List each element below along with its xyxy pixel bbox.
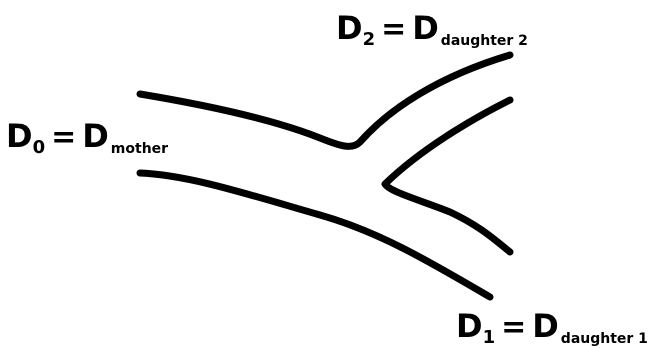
- daughter1-rhs-subscript: daughter 1: [560, 331, 648, 347]
- mother-equals: =: [51, 120, 77, 155]
- bifurcation-diagram: [136, 51, 514, 301]
- daughter2-symbol: D: [336, 9, 363, 47]
- daughter2-index: 2: [362, 29, 376, 50]
- daughter1-rhs-symbol: D: [532, 307, 559, 345]
- mother-rhs-symbol: D: [82, 117, 109, 155]
- mother-lower-wall: [136, 169, 494, 301]
- mother-rhs-subscript: mother: [110, 141, 169, 157]
- mother-upper-wall: [136, 51, 514, 150]
- daughter1-symbol: D: [456, 307, 483, 345]
- daughter1-index: 1: [482, 327, 496, 348]
- bifurcation-inner-wall: [381, 96, 514, 256]
- daughter2-equals: =: [381, 12, 407, 47]
- mother-index: 0: [32, 137, 46, 158]
- daughter2-rhs-symbol: D: [412, 9, 439, 47]
- daughter2-rhs-subscript: daughter 2: [440, 33, 528, 49]
- mother-symbol: D: [6, 117, 33, 155]
- daughter1-equals: =: [501, 310, 527, 345]
